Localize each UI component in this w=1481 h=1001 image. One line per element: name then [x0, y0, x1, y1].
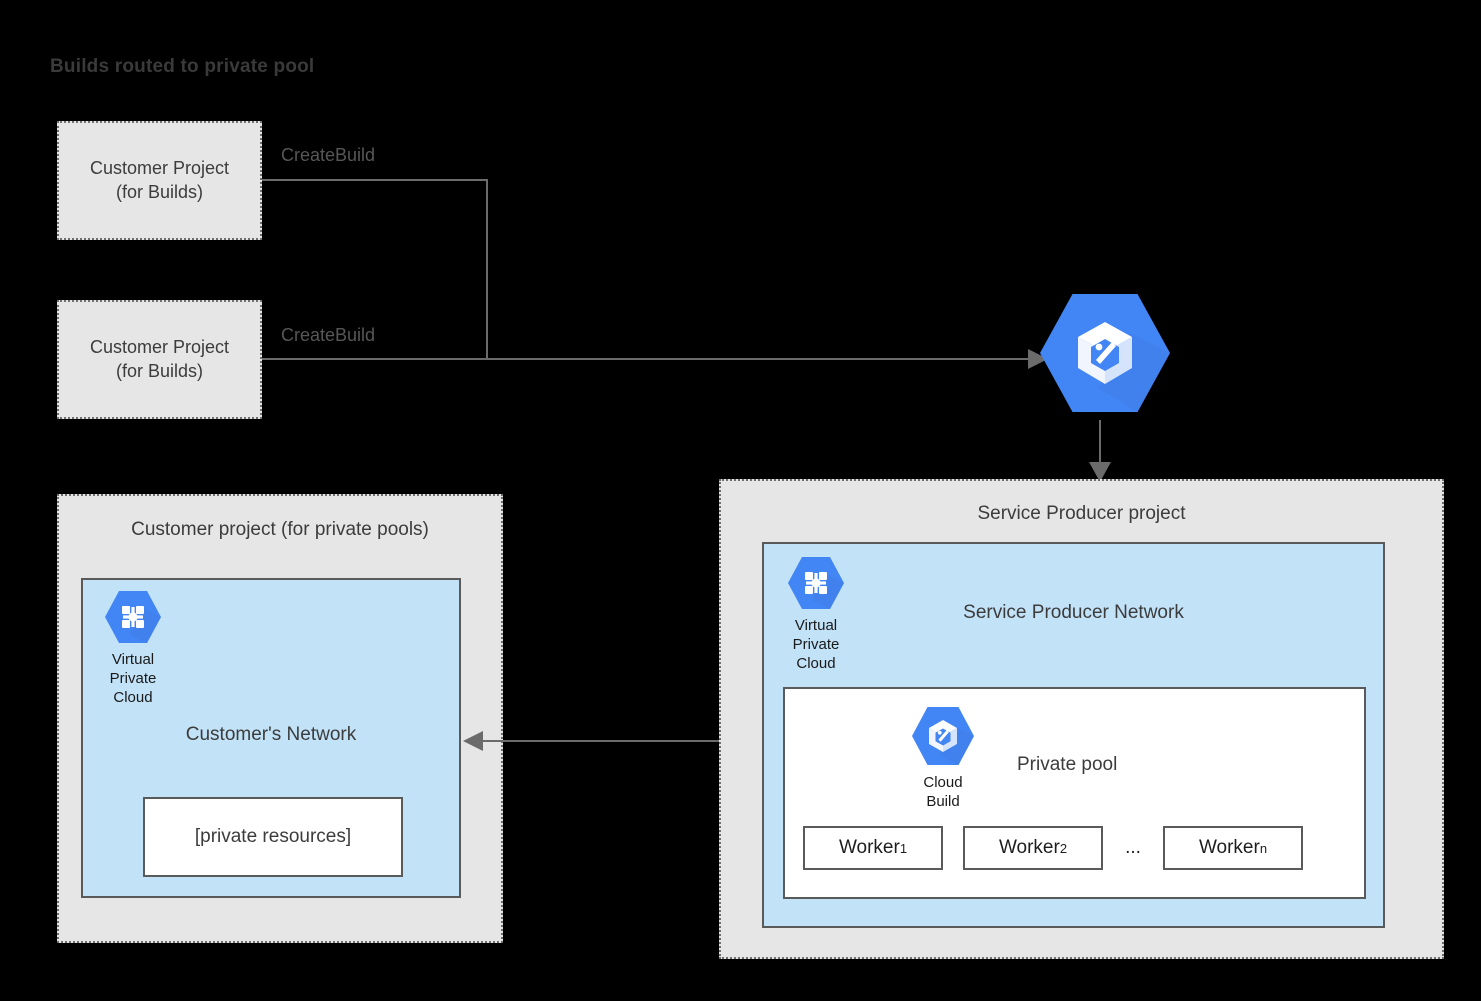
private-resources-box[interactable]: [private resources] — [143, 797, 403, 877]
customers-network-title: Customer's Network — [185, 724, 357, 745]
vpc-icon-block-producer: Virtual Private Cloud — [778, 556, 854, 673]
arrowhead-peering-left — [461, 731, 483, 756]
service-producer-network-box[interactable]: Service Producer Network — [762, 542, 1385, 928]
page-title: Builds routed to private pool — [50, 56, 315, 77]
worker-2-subscript: 2 — [1059, 840, 1068, 856]
cloud-build-icon-block: Cloud Build — [907, 706, 979, 812]
connector-cloudbuild-to-producer — [1099, 420, 1101, 472]
customer-private-pools-project[interactable]: Customer project (for private pools) Cus… — [57, 494, 503, 943]
customer-private-pools-project-title: Customer project (for private pools) — [131, 519, 429, 540]
connector-build2-horizontal — [262, 358, 1032, 360]
worker-n-subscript: n — [1259, 840, 1268, 856]
virtual-private-cloud-icon[interactable] — [95, 590, 171, 649]
customer-build-project-2[interactable]: Customer Project (for Builds) — [57, 300, 262, 419]
connector-build1-vertical — [486, 179, 488, 359]
customer-build-project-2-label: Customer Project (for Builds) — [89, 337, 230, 381]
cloud-build-icon[interactable] — [907, 706, 979, 772]
service-producer-network-title: Service Producer Network — [963, 602, 1184, 623]
service-producer-project[interactable]: Service Producer project Service Produce… — [719, 479, 1444, 959]
vpc-caption-producer: Virtual Private Cloud — [792, 617, 840, 672]
customer-build-project-1-label: Customer Project (for Builds) — [89, 158, 230, 202]
cloud-build-icon[interactable] — [1040, 292, 1170, 419]
private-pool-label: Private pool — [1017, 754, 1118, 775]
customers-network-box[interactable]: Customer's Network — [81, 578, 461, 898]
private-resources-label: [private resources] — [194, 826, 352, 847]
service-producer-project-title: Service Producer project — [977, 503, 1186, 524]
create-build-label-2: CreateBuild — [281, 325, 376, 345]
vpc-icon-block-customer: Virtual Private Cloud — [95, 590, 171, 707]
cloud-build-caption: Cloud Build — [923, 774, 963, 810]
worker-2-name: Worker — [998, 837, 1060, 858]
vpc-caption-customer: Virtual Private Cloud — [109, 651, 157, 706]
worker-1-subscript: 1 — [899, 840, 908, 856]
arrowhead-to-cloud-build — [1028, 349, 1050, 374]
arrowhead-to-service-producer — [1089, 462, 1111, 487]
connector-build1-horizontal — [262, 179, 488, 181]
customer-build-project-1[interactable]: Customer Project (for Builds) — [57, 121, 262, 240]
worker-n-name: Worker — [1198, 837, 1260, 858]
create-build-label-1: CreateBuild — [281, 145, 376, 165]
network-peering-line — [476, 740, 759, 742]
virtual-private-cloud-icon[interactable] — [778, 556, 854, 615]
worker-ellipsis: ... — [1125, 837, 1141, 858]
worker-1-name: Worker — [838, 837, 900, 858]
